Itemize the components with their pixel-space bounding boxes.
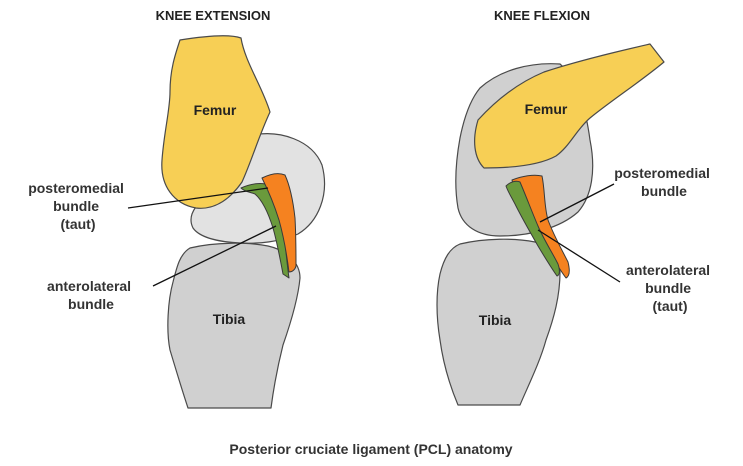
flexion-anterolateral-line-3: (taut) (653, 298, 688, 314)
extension-title: KNEE EXTENSION (156, 8, 271, 23)
extension-femur (161, 35, 271, 209)
flexion-title: KNEE FLEXION (494, 8, 590, 23)
flexion-anterolateral-label: anterolateral bundle (taut) (626, 262, 714, 314)
flexion-anterolateral-line-2: bundle (645, 280, 691, 296)
diagram-caption: Posterior cruciate ligament (PCL) anatom… (229, 441, 512, 457)
extension-posteromedial-line-1: posteromedial (28, 180, 124, 196)
flexion-posteromedial-line-2: bundle (641, 183, 687, 199)
extension-posteromedial-leader (127, 187, 269, 209)
flexion-tibia-label: Tibia (479, 312, 512, 328)
flexion-anterolateral-bundle (505, 180, 560, 277)
extension-panel: KNEE EXTENSION Femur Tibia posteromedial… (28, 8, 326, 409)
extension-posteromedial-bundle (261, 173, 297, 273)
extension-anterolateral-line-2: bundle (68, 296, 114, 312)
extension-femur-label: Femur (194, 102, 237, 118)
flexion-posteromedial-label: posteromedial bundle (614, 165, 714, 199)
extension-anterolateral-leader (152, 225, 277, 287)
extension-posteromedial-line-2: bundle (53, 198, 99, 214)
flexion-posteromedial-leader (539, 183, 615, 223)
extension-tibia (167, 242, 301, 409)
flexion-femur (474, 43, 665, 169)
extension-posteromedial-line-3: (taut) (61, 216, 96, 232)
extension-anterolateral-line-1: anterolateral (47, 278, 131, 294)
flexion-femur-label: Femur (525, 101, 568, 117)
extension-posteromedial-label: posteromedial bundle (taut) (28, 180, 128, 232)
flexion-anterolateral-leader (537, 229, 621, 283)
extension-anterolateral-label: anterolateral bundle (47, 278, 135, 312)
flexion-panel: KNEE FLEXION Femur Tibia posteromedial b… (436, 8, 714, 406)
flexion-posteromedial-line-1: posteromedial (614, 165, 710, 181)
extension-tibia-label: Tibia (213, 311, 246, 327)
flexion-anterolateral-line-1: anterolateral (626, 262, 710, 278)
